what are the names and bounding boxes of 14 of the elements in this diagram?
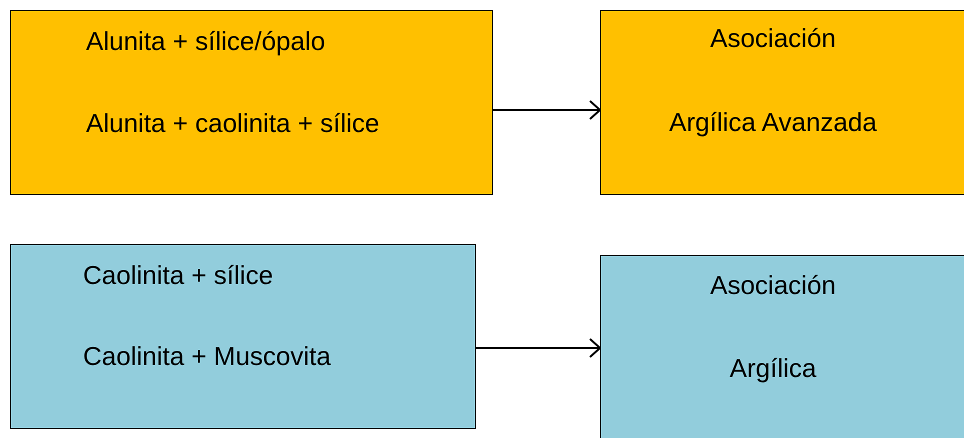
box-heading: Asociación	[709, 270, 837, 300]
arrow	[493, 100, 601, 120]
association-box	[600, 10, 964, 195]
box-label: Argílica Avanzada	[668, 107, 878, 137]
arrow	[476, 338, 601, 358]
mineral-label: Alunita + caolinita + sílice	[86, 108, 380, 138]
mineral-box	[10, 10, 493, 195]
box-label: Argílica	[728, 353, 818, 383]
mineral-label: Caolinita + sílice	[83, 260, 274, 290]
mineral-label: Alunita + sílice/ópalo	[86, 26, 326, 56]
box-heading: Asociación	[709, 23, 837, 53]
association-box	[600, 255, 964, 438]
mineral-box	[10, 244, 476, 429]
mineral-label: Caolinita + Muscovita	[83, 341, 331, 371]
